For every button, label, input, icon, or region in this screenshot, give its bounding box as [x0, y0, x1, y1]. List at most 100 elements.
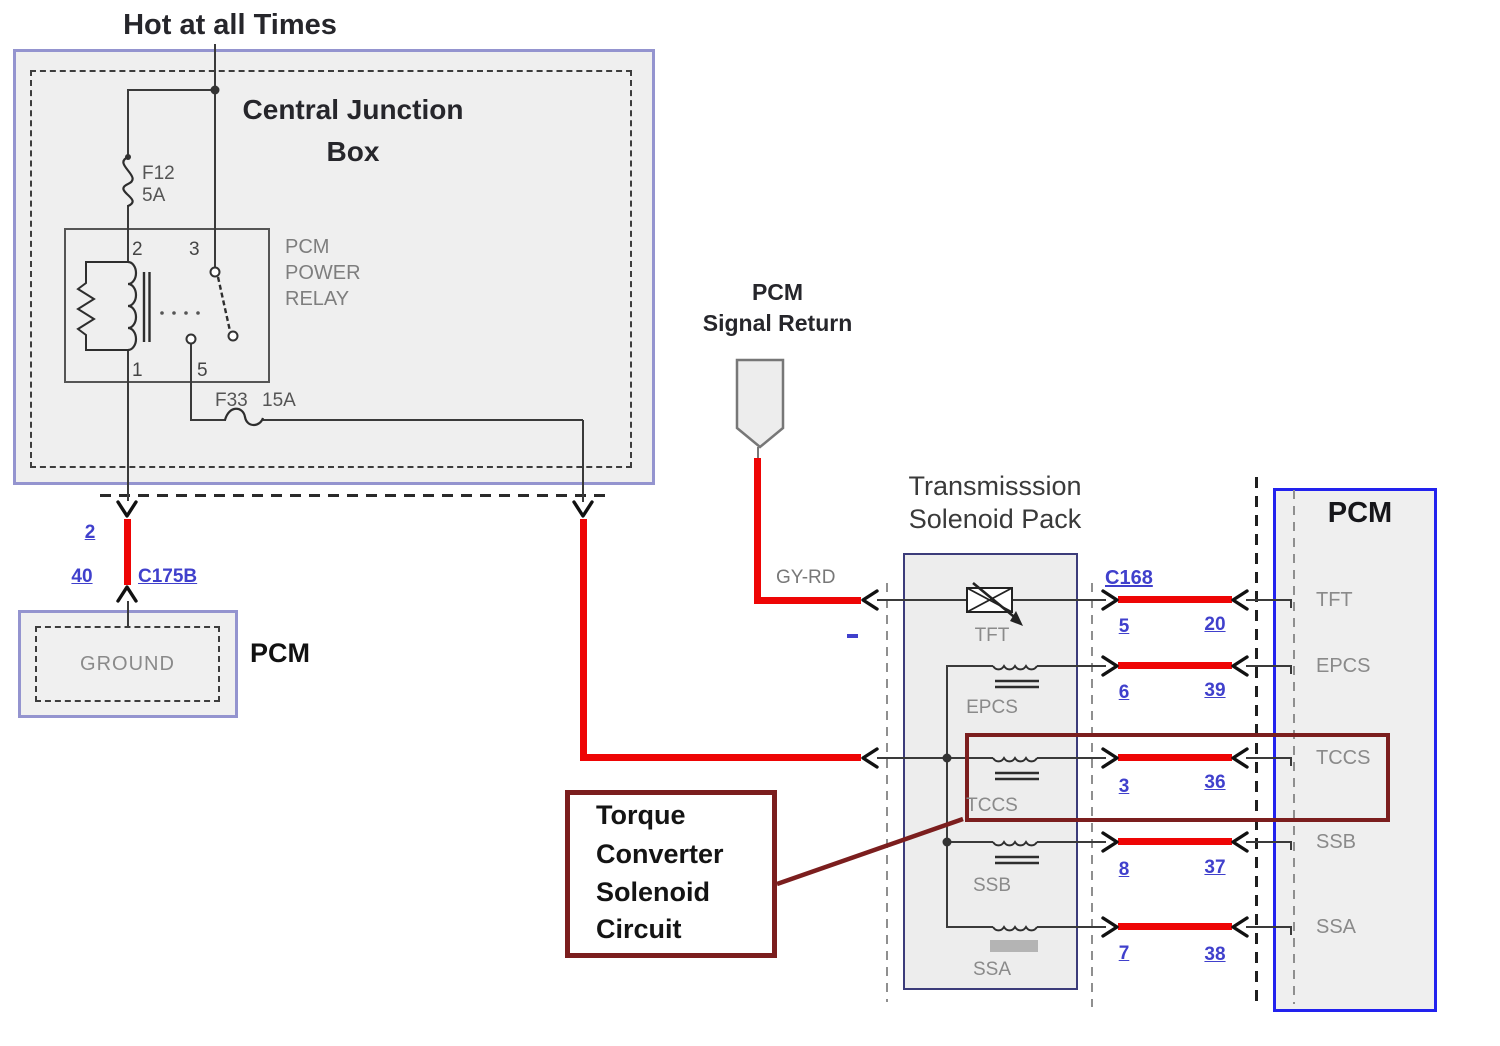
left-arrow-icon — [1231, 655, 1249, 677]
fuse-f12-label: F12 — [142, 163, 175, 184]
red-wire-ground-segment — [124, 519, 131, 585]
cjb-title-line2: Box — [326, 136, 380, 167]
transmission-solenoid-pack-box — [903, 553, 1078, 990]
ssb-pcm-pin: 37 — [1204, 857, 1226, 878]
wire-solenoid-bus — [946, 665, 948, 928]
pcm-inner-connector-dashed-line — [1293, 490, 1295, 1004]
wire-tft-right-lead — [1012, 599, 1106, 601]
relay-name-line1: PCM — [285, 236, 330, 258]
wire-tccs-pcm-stub — [1246, 757, 1292, 759]
central-junction-box-inner-dashed-border — [30, 70, 632, 468]
left-arrow-icon — [1231, 831, 1249, 853]
wire-relay-pin5-down — [190, 344, 192, 421]
ssb-solenoid-label: SSB — [972, 875, 1012, 896]
signal-return-title-line2: Signal Return — [702, 310, 853, 336]
red-wire-c168-epcs — [1118, 662, 1232, 669]
c168-connector-dashed-line — [1091, 583, 1093, 1007]
tccs-pack-pin: 3 — [1118, 776, 1130, 797]
tccs-pcm-pin: 36 — [1204, 772, 1226, 793]
ssb-pcm-pin-tick — [1290, 842, 1292, 850]
wire-branch-to-f12 — [127, 89, 215, 91]
down-arrow-icon — [116, 500, 138, 518]
epcs-pack-pin: 6 — [1118, 682, 1130, 703]
pcm-power-relay-box — [64, 228, 270, 383]
callout-line3: Solenoid — [596, 877, 710, 907]
tft-solenoid-label: TFT — [974, 625, 1010, 646]
signal-return-dash-mark — [847, 634, 858, 638]
signal-return-title-line1: PCM — [751, 279, 804, 305]
left-arrow-icon — [861, 589, 879, 611]
red-wire-power-horizontal — [580, 754, 861, 761]
wire-epcs-left-lead — [947, 665, 993, 667]
wire-pin5-to-f33 — [190, 419, 226, 421]
wire-ground-into-pcm — [127, 601, 129, 627]
c168-connector-label: C168 — [1105, 567, 1153, 589]
callout-line4: Circuit — [596, 914, 682, 944]
red-wire-c168-tft — [1118, 596, 1232, 603]
epcs-solenoid-label: EPCS — [966, 697, 1018, 718]
ssa-solenoid-label: SSA — [972, 959, 1012, 980]
wire-ssa-left-lead — [947, 926, 993, 928]
callout-line2: Converter — [596, 839, 724, 869]
pack-title-line2: Solenoid Pack — [908, 504, 1082, 534]
pcm-tccs-pin-label: TCCS — [1316, 747, 1371, 769]
red-wire-signal-return-horizontal — [754, 597, 861, 604]
left-arrow-icon — [861, 747, 879, 769]
wire-f12-upper — [127, 90, 129, 157]
wire-epcs-pcm-stub — [1246, 665, 1292, 667]
wire-epcs-right-lead — [1037, 665, 1106, 667]
ground-wire-upper-pin: 2 — [84, 522, 96, 543]
left-arrow-icon — [1231, 916, 1249, 938]
wire-ssb-pcm-stub — [1246, 841, 1292, 843]
ssa-pack-pin: 7 — [1118, 943, 1130, 964]
left-arrow-icon — [1231, 589, 1249, 611]
relay-pin2-label: 2 — [132, 239, 143, 260]
tccs-solenoid-label: TCCS — [966, 795, 1018, 816]
red-wire-c168-tccs — [1118, 754, 1232, 761]
relay-name-line2: POWER — [285, 262, 361, 284]
down-arrow-icon — [572, 500, 594, 518]
tft-pack-pin: 5 — [1118, 616, 1130, 637]
red-wire-power-vertical — [580, 519, 587, 758]
wire-ssb-left-lead — [947, 841, 993, 843]
pack-left-connector-dashed-line — [886, 583, 888, 1002]
callout-line1: Torque — [596, 800, 686, 830]
wire-ssb-right-lead — [1037, 841, 1106, 843]
gy-rd-wire-code-label: GY-RD — [776, 567, 836, 588]
relay-pin1-label: 1 — [132, 360, 143, 381]
ground-label: GROUND — [80, 653, 175, 675]
red-wire-c168-ssa — [1118, 923, 1232, 930]
fuse-f33-label: F33 — [215, 390, 248, 411]
fuse-f33-rating: 15A — [262, 390, 296, 411]
wire-tft-left — [877, 599, 967, 601]
pcm-ground-inner-dashed-border — [35, 626, 220, 702]
pcm-ssa-pin-label: SSA — [1316, 916, 1357, 938]
red-wire-signal-return-vertical — [754, 458, 761, 601]
ssb-pack-pin: 8 — [1118, 859, 1130, 880]
pcm-tft-pin-label: TFT — [1316, 589, 1353, 611]
ssa-pcm-pin-tick — [1290, 927, 1292, 935]
relay-pin5-label: 5 — [197, 360, 208, 381]
tccs-circuit-highlight-box — [965, 733, 1390, 822]
wire-f12-to-relay — [127, 205, 129, 263]
pcm-ground-title: PCM — [250, 638, 310, 668]
pcm-outer-dashed-line — [1255, 477, 1258, 1008]
pcm-ssb-pin-label: SSB — [1316, 831, 1357, 853]
cjb-exit-dashed-boundary — [100, 494, 607, 497]
epcs-pcm-pin: 39 — [1204, 680, 1226, 701]
tft-pcm-pin: 20 — [1204, 614, 1226, 635]
up-arrow-icon — [116, 585, 138, 603]
relay-pin3-label: 3 — [189, 239, 200, 260]
wire-ssa-right-lead — [1037, 926, 1106, 928]
wire-power-exit-down — [582, 420, 584, 502]
wire-main-hot-feed — [214, 44, 216, 268]
relay-name-line3: RELAY — [285, 288, 350, 310]
wire-relay-pin1-down — [127, 350, 129, 501]
pcm-epcs-pin-label: EPCS — [1316, 655, 1371, 677]
red-wire-c168-ssb — [1118, 838, 1232, 845]
wire-tccs-right-lead — [1037, 757, 1106, 759]
wire-tft-pcm-stub — [1246, 599, 1292, 601]
signal-return-connector-icon — [735, 358, 785, 449]
wire-pentagon-stub — [757, 447, 759, 459]
